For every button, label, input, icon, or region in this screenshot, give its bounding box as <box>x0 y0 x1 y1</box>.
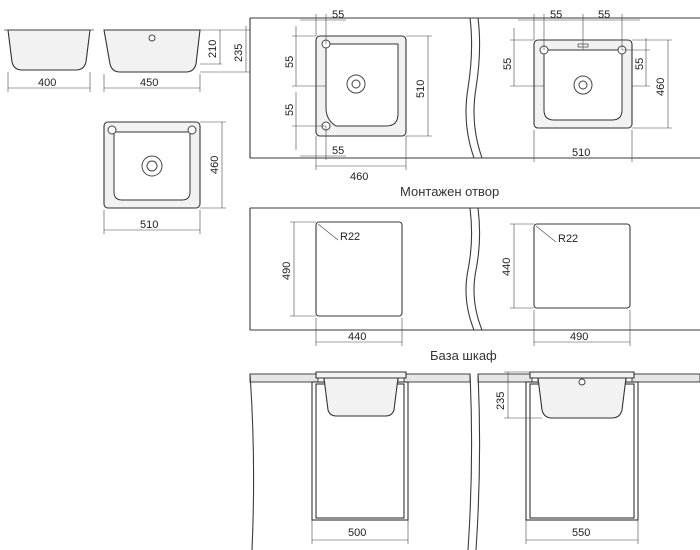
dim-r22-landscape: R22 <box>558 233 578 245</box>
dim-55-upper: 55 <box>284 56 296 68</box>
dim-55-lower: 55 <box>284 104 296 116</box>
dim-r22-portrait: R22 <box>340 231 360 243</box>
dim-460-landscape: 460 <box>655 78 667 96</box>
dim-210: 210 <box>207 40 219 58</box>
sink-top-view: 460 510 <box>103 121 226 234</box>
dim-440-landscape: 440 <box>501 258 513 276</box>
dim-55-bottom: 55 <box>332 145 344 157</box>
dim-235-cabinet: 235 <box>495 392 507 410</box>
dim-400: 400 <box>38 77 56 89</box>
dim-55-top-left: 55 <box>550 9 562 21</box>
countertop-band-1 <box>249 17 700 159</box>
dim-440-portrait: 440 <box>348 331 366 343</box>
dim-55-right: 55 <box>634 58 646 70</box>
countertop-band-2 <box>249 207 700 331</box>
cabinet-section-500: 500 <box>249 371 473 550</box>
side-profile-400: 400 <box>4 29 94 92</box>
dim-490-portrait: 490 <box>281 262 293 280</box>
dim-235: 235 <box>233 44 245 62</box>
cutout-portrait: R22 490 440 <box>281 221 403 346</box>
dim-460-left: 460 <box>209 156 221 174</box>
sink-portrait: 55 55 55 510 55 460 <box>284 9 432 183</box>
dim-55-top: 55 <box>332 9 344 21</box>
side-profile-450: 450 210 235 <box>103 26 250 92</box>
dim-55-left: 55 <box>502 58 514 70</box>
dim-510-portrait: 510 <box>415 80 427 98</box>
caption-cabinet: База шкаф <box>430 348 497 363</box>
dim-55-top-right: 55 <box>598 9 610 21</box>
dim-550: 550 <box>572 527 590 539</box>
dim-450: 450 <box>140 77 158 89</box>
dim-510-left: 510 <box>140 219 158 231</box>
dim-490-landscape: 490 <box>570 331 588 343</box>
dim-510-landscape: 510 <box>572 147 590 159</box>
dim-460-portrait: 460 <box>350 171 368 183</box>
caption-cutout: Монтажен отвор <box>400 184 499 199</box>
dim-500: 500 <box>348 527 366 539</box>
cabinet-section-550: 235 550 <box>475 371 700 550</box>
sink-landscape: 55 55 55 55 460 510 <box>502 9 672 162</box>
cutout-landscape: R22 440 490 <box>501 223 631 346</box>
